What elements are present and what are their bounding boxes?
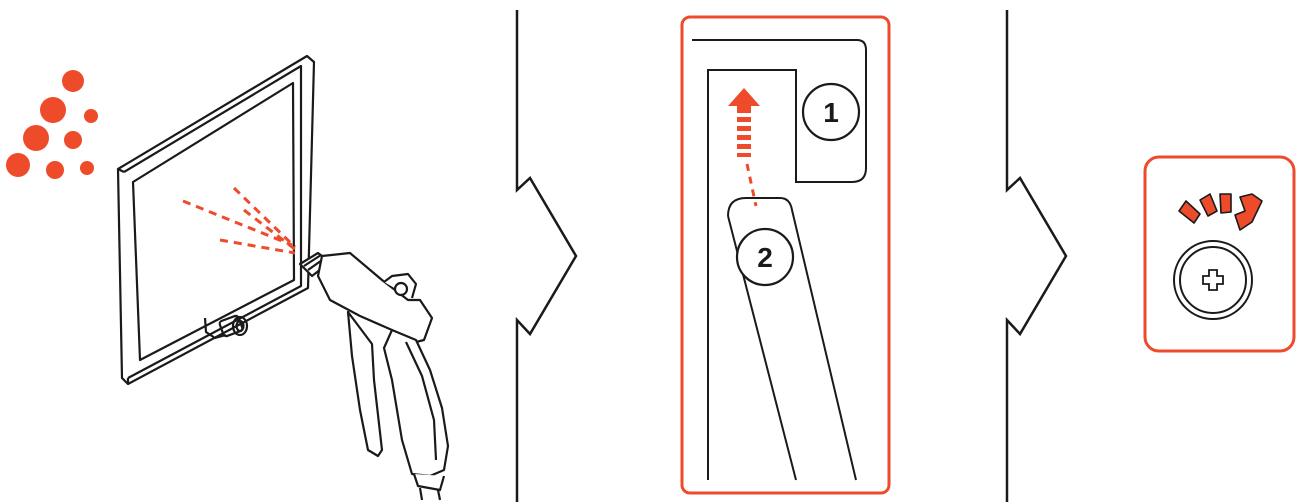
filter-panel-icon bbox=[116, 54, 316, 386]
tighten-arrow-icon bbox=[1178, 193, 1263, 231]
air-particles-icon bbox=[6, 70, 98, 179]
callout-1-label: 1 bbox=[823, 97, 839, 128]
step-arrow-icon bbox=[515, 10, 578, 502]
step-3-panel bbox=[1143, 155, 1296, 353]
step-arrow-icon bbox=[1005, 10, 1068, 502]
callout-1: 1 bbox=[801, 82, 861, 142]
step-1-panel bbox=[6, 54, 450, 501]
step-3-frame bbox=[1143, 155, 1296, 353]
air-gun-icon bbox=[298, 251, 450, 501]
step-2-panel: 1 2 bbox=[680, 15, 891, 495]
spray-lines bbox=[182, 186, 297, 255]
callout-2-label: 2 bbox=[757, 242, 773, 273]
insert-arrow-icon bbox=[728, 88, 760, 157]
screw-icon bbox=[1173, 240, 1253, 320]
callout-2: 2 bbox=[735, 227, 795, 287]
